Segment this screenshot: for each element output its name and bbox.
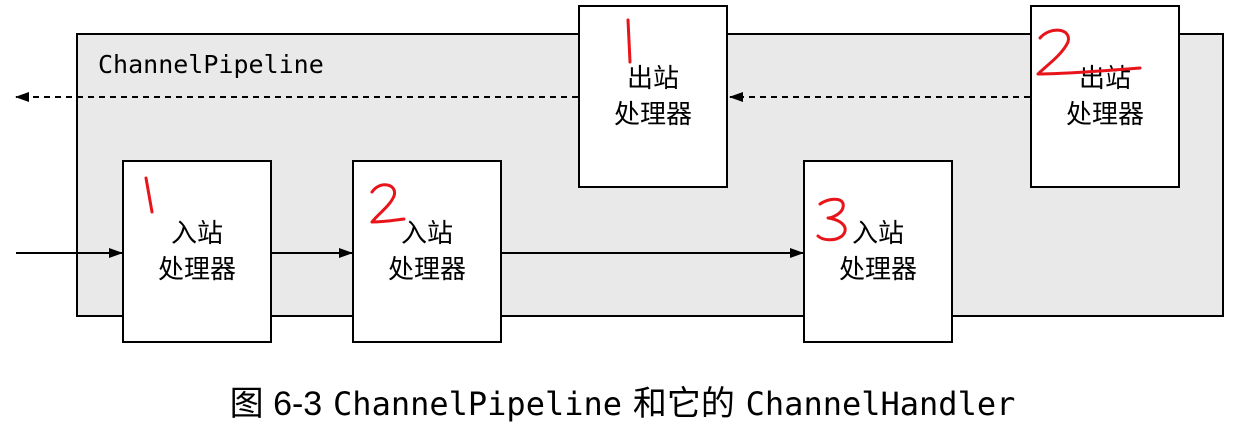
caption-handler-term: ChannelHandler [745, 385, 1016, 423]
pipeline-label: ChannelPipeline [98, 50, 324, 79]
figure-caption: 图 6-3 ChannelPipeline 和它的 ChannelHandler [0, 376, 1245, 425]
caption-figure-number: 图 6-3 [229, 385, 323, 423]
handler-type-label: 入站 [851, 218, 904, 249]
annotation-outbound-1 [626, 18, 632, 64]
handler-name-label: 处理器 [1065, 99, 1144, 130]
handler-name-label: 处理器 [387, 254, 466, 285]
handler-type-label: 入站 [170, 218, 223, 249]
inbound-handler-2: 入站 处理器 [352, 160, 502, 343]
inbound-handler-3: 入站 处理器 [803, 160, 953, 343]
annotation-inbound-1 [144, 176, 154, 214]
outbound-handler-2: 出站 处理器 [1030, 5, 1180, 188]
caption-connector-text: 和它的 [632, 384, 735, 424]
handler-name-label: 处理器 [157, 254, 236, 285]
outbound-handler-1: 出站 处理器 [578, 5, 728, 188]
handler-type-label: 出站 [626, 63, 679, 94]
annotation-inbound-2 [370, 183, 406, 224]
handler-name-label: 处理器 [838, 254, 917, 285]
caption-pipeline-term: ChannelPipeline [333, 385, 623, 423]
handler-type-label: 入站 [400, 218, 453, 249]
annotation-outbound-2 [1036, 28, 1142, 76]
handler-name-label: 处理器 [613, 99, 692, 130]
annotation-inbound-3 [816, 197, 847, 242]
